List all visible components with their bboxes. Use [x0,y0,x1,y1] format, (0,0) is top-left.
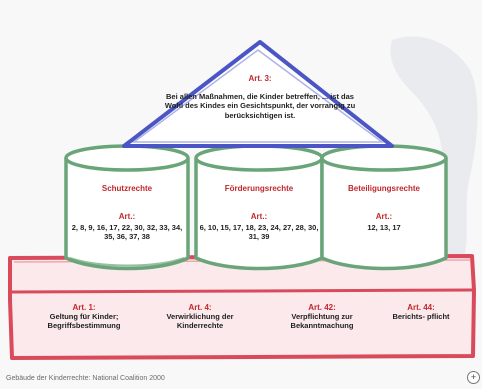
base-item-art-4: Art. 4: Verwirklichung der Kinderrechte [152,303,248,331]
roof-title: Art. 3: [248,74,272,83]
pillar-articles: 2, 8, 9, 16, 17, 22, 30, 32, 33, 34, 35,… [71,223,183,242]
base-item-art-label: Art. 1: [72,303,96,312]
roof-triangle [122,40,394,148]
base-item-art-1: Art. 1: Geltung für Kinder; Begriffsbest… [36,303,132,331]
base-item-text: Berichts- pflicht [392,312,450,321]
pillar-title-foerderungsrechte: Förderungsrechte [224,184,294,193]
pillar-articles: 6, 10, 15, 17, 18, 23, 24, 27, 28, 30, 3… [199,223,319,242]
pillar-art-label: Art.: [118,212,136,221]
pillar-title-schutzrechte: Schutzrechte [101,184,153,193]
base-item-art-44: Art. 44: Berichts- pflicht [390,303,452,321]
base-item-art-label: Art. 44: [407,303,435,312]
base-block [8,254,476,360]
image-caption: Gebäude der Kinderrechte: National Coali… [6,375,165,382]
pillar-art-label: Art.: [250,212,268,221]
base-item-art-42: Art. 42: Verpflichtung zur Bekanntmachun… [272,303,372,331]
zoom-in-icon[interactable]: + [467,371,480,384]
pillar-art-label: Art.: [375,212,393,221]
pillar-articles: 12, 13, 17 [367,223,401,232]
pillar-right [320,144,448,271]
pillar-left [64,144,190,271]
pillar-title-beteiligungsrechte: Beteiligungsrechte [347,184,420,193]
base-item-text: Verwirklichung der Kinderrechte [166,312,234,331]
base-item-art-label: Art. 42: [308,303,336,312]
roof-text: Bei allen Maßnahmen, die Kinder betreffe… [164,92,356,120]
pillar-middle [194,144,324,271]
base-item-text: Verpflichtung zur Bekanntmachung [290,312,354,331]
base-item-art-label: Art. 4: [188,303,212,312]
base-item-text: Geltung für Kinder; Begriffsbestimmung [47,312,121,331]
